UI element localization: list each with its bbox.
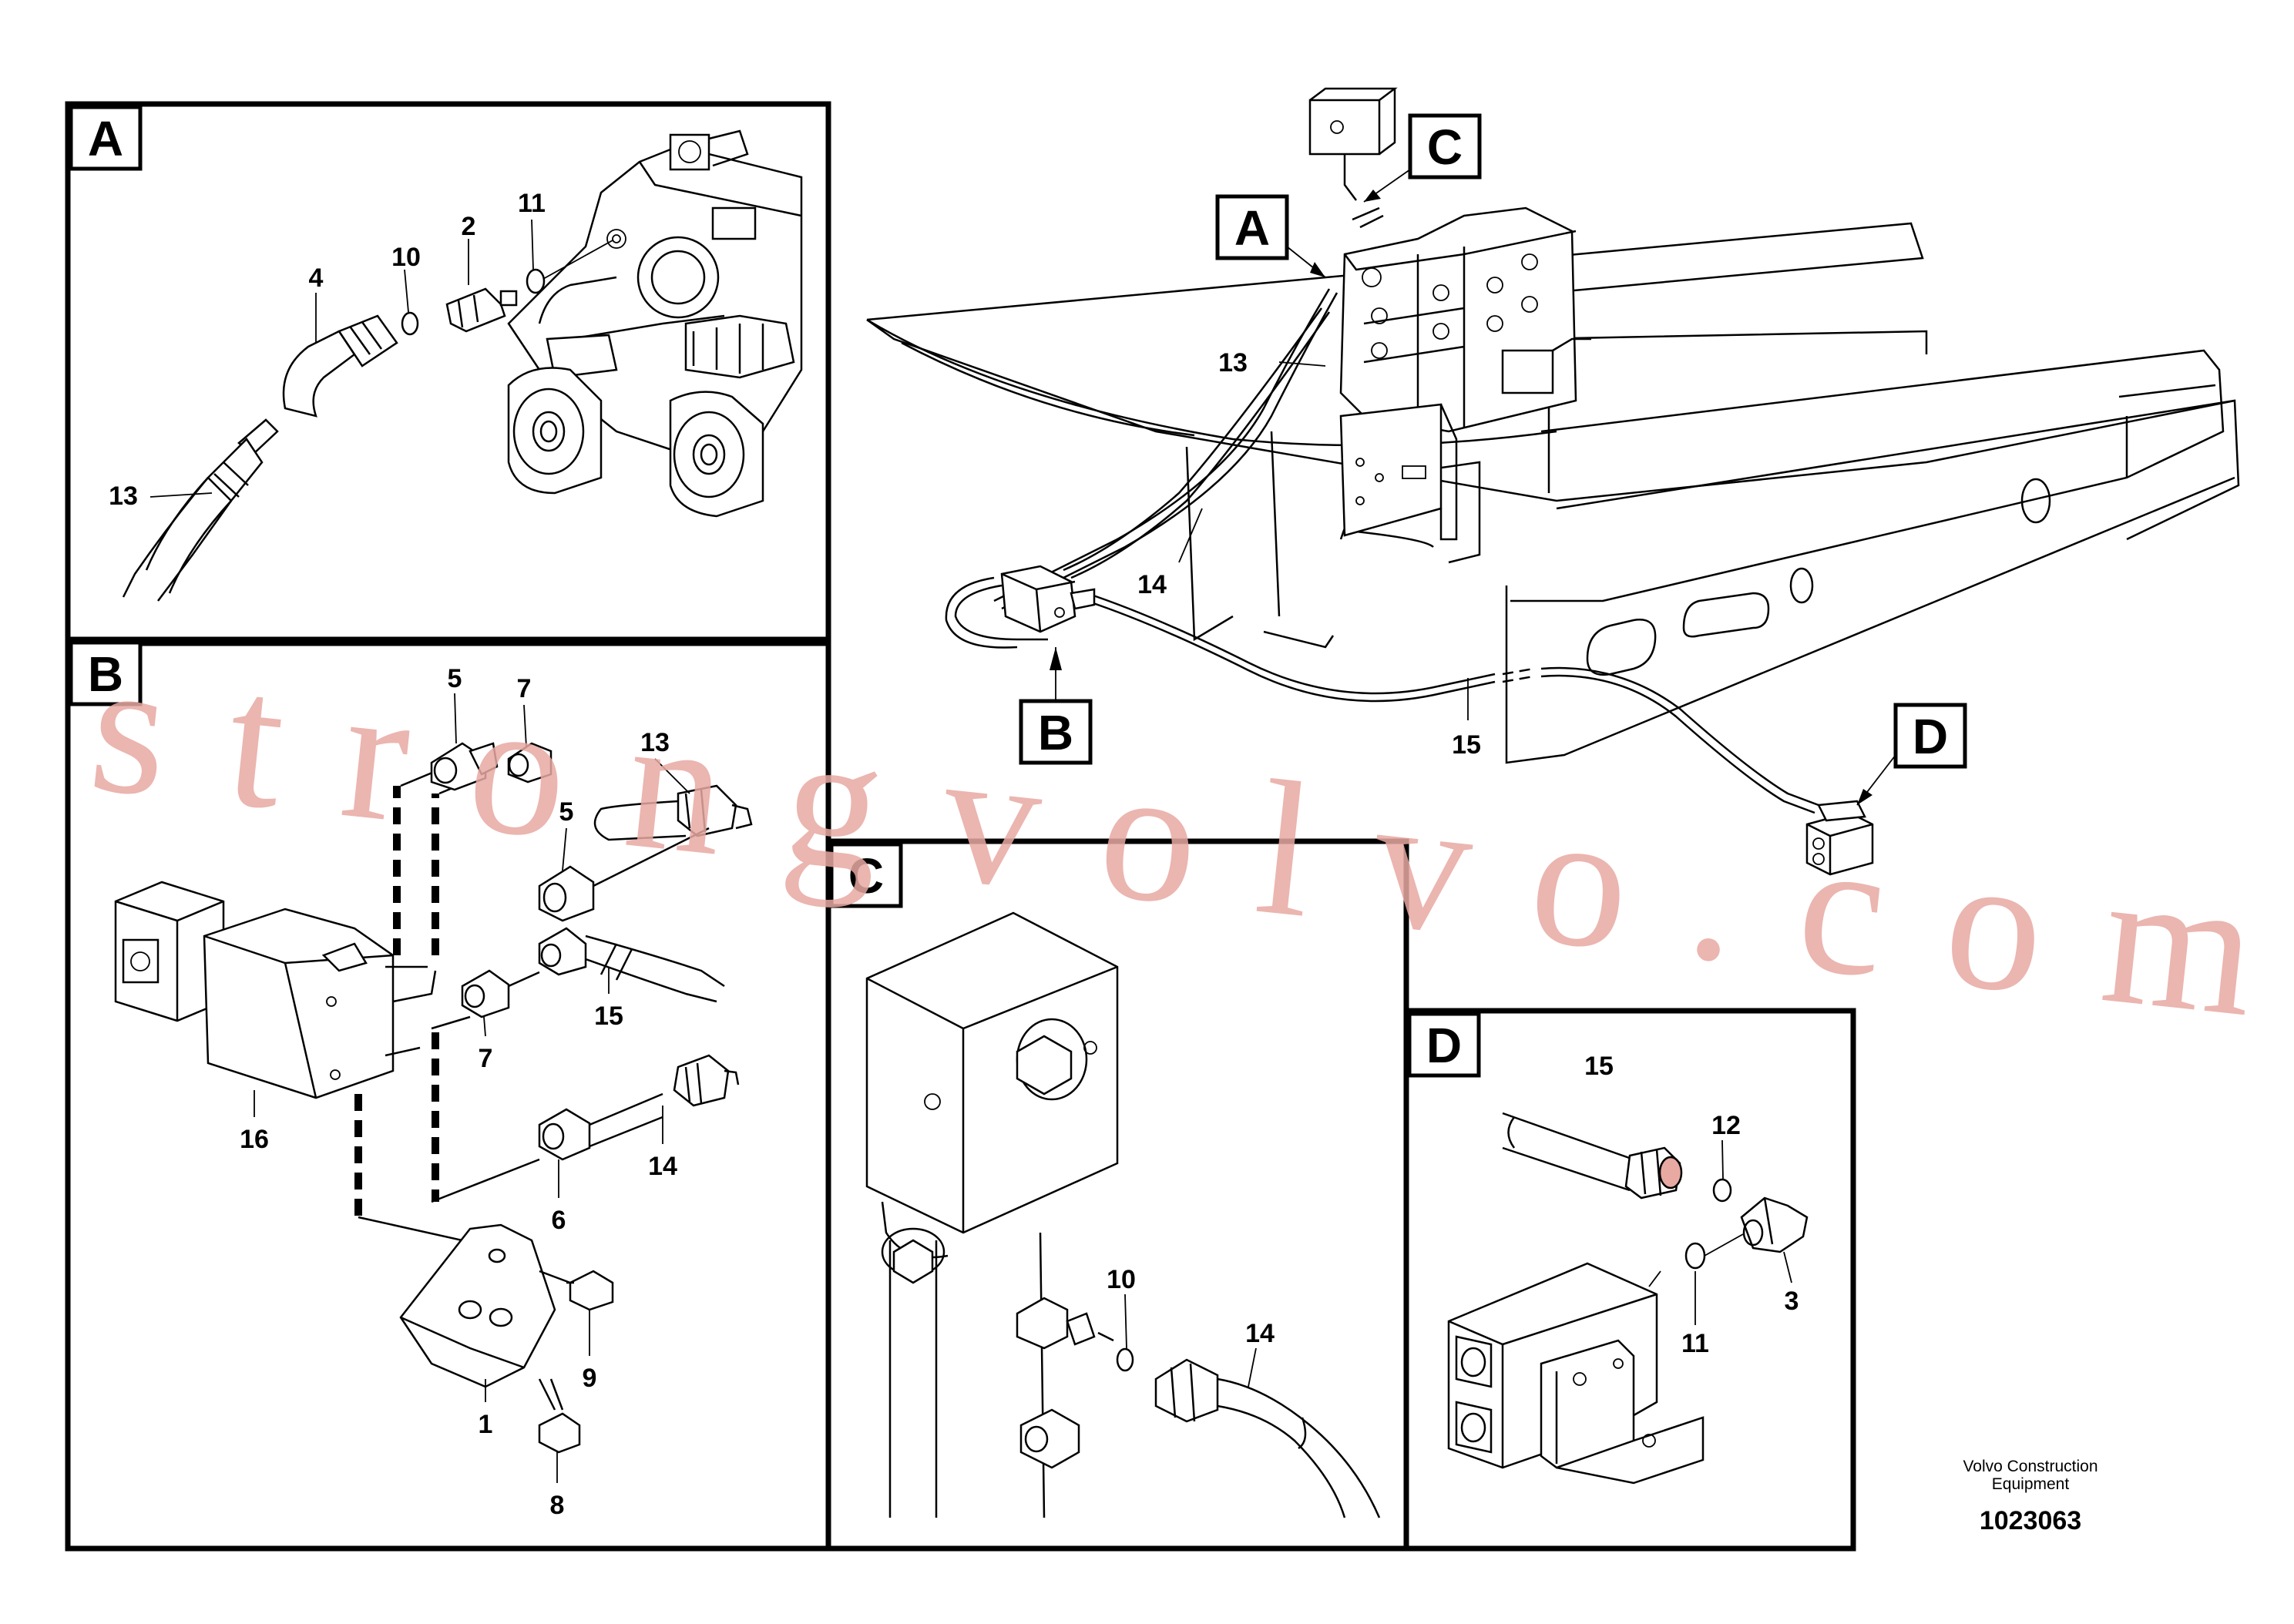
- panel-c-adapter: [1016, 1297, 1114, 1350]
- control-valve-block: [1308, 87, 1591, 541]
- panel-d-callout-12: 12: [1711, 1111, 1741, 1140]
- panel-a-elbow-fitting: [282, 314, 398, 418]
- panel-b-solenoid-valve: [114, 881, 437, 1099]
- panel-b-fitting-5-mid: [538, 827, 710, 922]
- watermark-text: strongvolvo.com: [82, 618, 2265, 1057]
- panel-a-adapter-2: [445, 287, 518, 333]
- panel-d-callout-3: 3: [1785, 1287, 1799, 1316]
- detail-panel-c: C: [825, 838, 1409, 1552]
- panel-d-hose-15: [1502, 1112, 1683, 1200]
- panel-b-callout-6: 6: [552, 1206, 566, 1235]
- footer-brand: Volvo Construction Equipment 1023063: [1963, 1458, 2098, 1535]
- drawing-number: 1023063: [1980, 1506, 2081, 1535]
- svg-text:C: C: [1427, 119, 1463, 175]
- svg-text:D: D: [1913, 709, 1948, 764]
- panel-d-seal-11: [1684, 1242, 1706, 1270]
- svg-text:B: B: [1038, 705, 1073, 760]
- panel-b-bolt-9: [539, 1270, 614, 1311]
- panel-d-letter: D: [1426, 1018, 1462, 1073]
- pointer-box-b: B: [1019, 647, 1093, 765]
- panel-b-callout-16: 16: [240, 1125, 269, 1154]
- detail-panel-d: D: [1403, 1008, 1856, 1552]
- panel-b-bolt-8: [538, 1378, 581, 1454]
- panel-a-callout-11: 11: [518, 189, 546, 218]
- panel-a-hose-13: [122, 418, 279, 602]
- panel-a-valve-housing: [507, 129, 803, 464]
- panel-b-callout-5-top: 5: [448, 664, 462, 693]
- panel-a-callout-13: 13: [109, 481, 138, 511]
- panel-a-seal-10: [401, 311, 419, 336]
- panel-c-valve-block: [865, 911, 1119, 1518]
- overview-drawing: 13 14 15 A C B D: [866, 87, 2240, 876]
- overview-sensor-block: [1805, 800, 1874, 876]
- panel-b-fitting-6: [538, 1092, 663, 1161]
- panel-c-callout-14: 14: [1245, 1319, 1275, 1348]
- overview-callout-14: 14: [1137, 570, 1167, 599]
- panel-b-callout-13: 13: [640, 728, 670, 757]
- panel-c-seal-10: [1116, 1347, 1134, 1372]
- detail-panel-b: B: [65, 636, 831, 1552]
- panel-b-callout-14: 14: [648, 1152, 677, 1181]
- panel-a-rollers: [507, 367, 764, 518]
- panel-c-letter: C: [848, 848, 884, 904]
- detail-panel-a: A: [65, 101, 831, 646]
- panel-d-seal-12: [1712, 1178, 1732, 1203]
- panel-b-letter: B: [88, 646, 123, 702]
- panel-a-seal-11: [526, 268, 546, 294]
- pointer-box-c: C: [1363, 113, 1482, 203]
- pointer-box-a: A: [1215, 194, 1326, 278]
- pointer-box-d: D: [1856, 703, 1967, 806]
- panel-b-fitting-7-mid: [461, 969, 540, 1018]
- panel-b-callout-8: 8: [550, 1491, 565, 1520]
- panel-a-callout-2: 2: [462, 212, 476, 241]
- panel-b-fitting-7-top: [507, 742, 553, 783]
- overview-callout-15: 15: [1452, 730, 1481, 760]
- panel-d-callout-11: 11: [1681, 1329, 1709, 1358]
- panel-b-callout-7-top: 7: [517, 674, 532, 703]
- panel-b-fitting-15: [538, 927, 725, 1003]
- svg-text:A: A: [1234, 200, 1270, 256]
- panel-a-callout-4: 4: [309, 263, 324, 293]
- overview-solenoid-valve: [1000, 565, 1096, 633]
- brand-line-2: Equipment: [1992, 1475, 2070, 1493]
- panel-c-plug: [1019, 1408, 1080, 1469]
- panel-b-callout-9: 9: [583, 1364, 597, 1393]
- panel-b-hose-14-end: [673, 1054, 740, 1107]
- panel-b-fitting-5-top: [430, 742, 499, 791]
- panel-b-callout-1: 1: [479, 1410, 493, 1439]
- panel-b-hose-13-end: [593, 784, 753, 841]
- panel-a-callout-10: 10: [391, 243, 421, 272]
- overview-callout-13: 13: [1218, 348, 1248, 377]
- panel-d-callout-15: 15: [1584, 1052, 1614, 1081]
- panel-b-callout-7-mid: 7: [479, 1044, 493, 1073]
- panel-b-callout-15: 15: [594, 1002, 623, 1031]
- panel-d-sensor-block: [1447, 1262, 1705, 1485]
- brand-line-1: Volvo Construction: [1963, 1458, 2098, 1475]
- panel-d-elbow-3: [1740, 1196, 1809, 1253]
- panel-a-letter: A: [88, 111, 123, 166]
- panel-c-callout-10: 10: [1107, 1265, 1136, 1294]
- panel-c-hose-14: [1154, 1358, 1381, 1518]
- panel-b-bracket: [399, 1223, 556, 1388]
- panel-b-callout-5-mid: 5: [559, 797, 574, 827]
